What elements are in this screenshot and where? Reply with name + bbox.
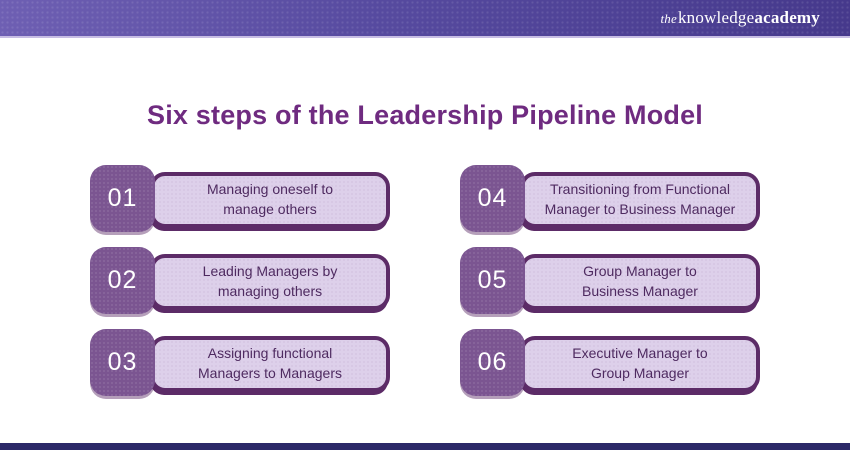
step-number-badge-4: 04 [460, 165, 525, 232]
footer-bar [0, 443, 850, 450]
step-pill-4: Transitioning from Functional Manager to… [520, 172, 760, 228]
step-label-4: Transitioning from Functional Manager to… [544, 181, 736, 217]
step-card-5: 05 Group Manager to Business Manager [460, 247, 760, 314]
step-label-2: Leading Managers by managing others [202, 263, 338, 299]
step-label-5: Group Manager to Business Manager [582, 263, 698, 299]
step-number-badge-6: 06 [460, 329, 525, 396]
page-title: Six steps of the Leadership Pipeline Mod… [146, 100, 704, 131]
step-number-badge-1: 01 [90, 165, 155, 232]
step-label-3: Assigning functional Managers to Manager… [198, 345, 342, 381]
logo-knowledge: knowledge [677, 8, 755, 27]
step-pill-1: Managing oneself to manage others [150, 172, 390, 228]
steps-grid: 01 Managing oneself to manage others 04 … [90, 165, 760, 396]
step-card-3: 03 Assigning functional Managers to Mana… [90, 329, 390, 396]
step-label-1: Managing oneself to manage others [206, 181, 334, 217]
logo-academy: academy [754, 8, 820, 27]
step-pill-2: Leading Managers by managing others [150, 254, 390, 310]
step-label-6: Executive Manager to Group Manager [572, 345, 708, 381]
step-pill-5: Group Manager to Business Manager [520, 254, 760, 310]
step-number-badge-5: 05 [460, 247, 525, 314]
step-card-2: 02 Leading Managers by managing others [90, 247, 390, 314]
header-bar: theknowledgeacademy [0, 0, 850, 38]
step-number-badge-3: 03 [90, 329, 155, 396]
knowledge-academy-logo: theknowledgeacademy [661, 8, 821, 28]
step-pill-6: Executive Manager to Group Manager [520, 336, 760, 392]
step-number-badge-2: 02 [90, 247, 155, 314]
step-card-1: 01 Managing oneself to manage others [90, 165, 390, 232]
step-card-6: 06 Executive Manager to Group Manager [460, 329, 760, 396]
logo-the: the [660, 11, 677, 26]
step-card-4: 04 Transitioning from Functional Manager… [460, 165, 760, 232]
step-pill-3: Assigning functional Managers to Manager… [150, 336, 390, 392]
